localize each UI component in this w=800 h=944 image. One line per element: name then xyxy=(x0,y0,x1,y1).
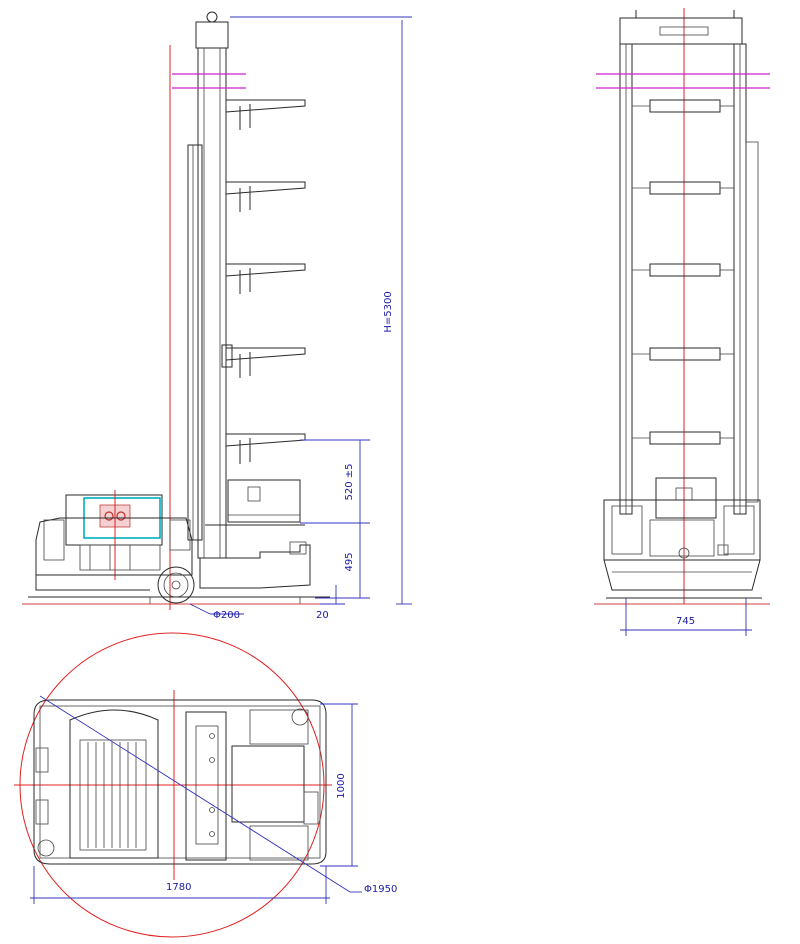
base-height-label: 495 xyxy=(344,552,355,571)
length-label: 1780 xyxy=(166,882,191,893)
front-carriage xyxy=(655,477,717,519)
wheel-diameter-label: Φ200 xyxy=(213,610,240,621)
lifting-eye xyxy=(206,11,218,23)
drive-wheel xyxy=(157,566,195,604)
fork-carriage xyxy=(227,479,301,523)
front-view: 745 xyxy=(594,8,770,636)
side-chassis xyxy=(35,517,193,576)
payload-plate xyxy=(231,745,305,823)
height-label: H=5300 xyxy=(383,291,394,332)
front-base xyxy=(603,499,761,561)
shelf-gap-label: 520 ±5 xyxy=(344,463,355,500)
side-shelves xyxy=(221,99,306,464)
chassis-outline xyxy=(33,699,327,865)
side-view: H=5300 520 ±5 495 20 Φ200 xyxy=(22,11,412,621)
depth-label: 1000 xyxy=(336,773,347,798)
mechanism-housing xyxy=(69,709,159,859)
mast-section-top xyxy=(185,711,227,861)
mechanism-rollers xyxy=(87,742,137,848)
side-base-rear xyxy=(199,544,311,589)
front-top-frame xyxy=(619,17,743,45)
mast-head xyxy=(195,21,229,49)
turn-diameter-label: Φ1950 xyxy=(364,884,397,895)
turn-radius-line xyxy=(39,695,351,893)
mast-bracket xyxy=(221,344,233,368)
width-label: 745 xyxy=(676,616,695,627)
top-view: 1000 1780 Φ1950 xyxy=(14,632,397,938)
front-rail xyxy=(187,144,203,541)
ground-clearance-label: 20 xyxy=(316,610,329,621)
